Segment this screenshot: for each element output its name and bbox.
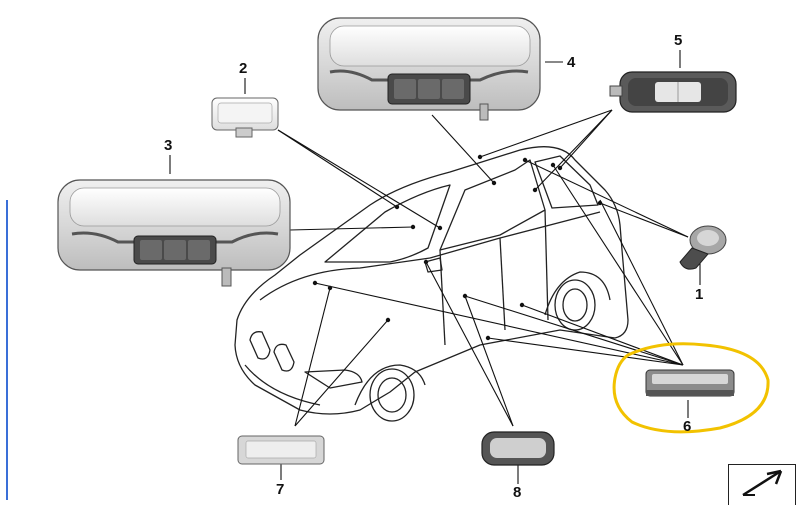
car-outline	[234, 146, 629, 422]
corner-nav-button[interactable]	[728, 464, 796, 505]
callout-2: 2	[239, 60, 248, 77]
callout-3: 3	[164, 137, 173, 154]
leader-lines	[169, 50, 701, 484]
callout-5: 5	[674, 32, 683, 49]
callout-4: 4	[567, 54, 576, 71]
part-4-roof-console	[317, 17, 541, 121]
part-2-reading-light	[211, 97, 279, 138]
callout-1: 1	[695, 286, 704, 303]
part-8-puddle-light	[481, 431, 555, 466]
callout-6: 6	[683, 418, 692, 435]
cursor-arrow-icon	[742, 469, 783, 497]
part-1-socket	[679, 225, 727, 270]
leader-dots	[312, 154, 603, 341]
callout-7: 7	[276, 481, 285, 498]
part-3-roof-console	[57, 179, 291, 287]
left-edge-accent	[6, 200, 8, 500]
callout-8: 8	[513, 484, 522, 501]
part-6-footwell-light	[645, 369, 735, 397]
part-7-door-light	[237, 435, 325, 465]
highlight-circle	[612, 342, 770, 434]
part-5-interior-light	[609, 71, 737, 113]
